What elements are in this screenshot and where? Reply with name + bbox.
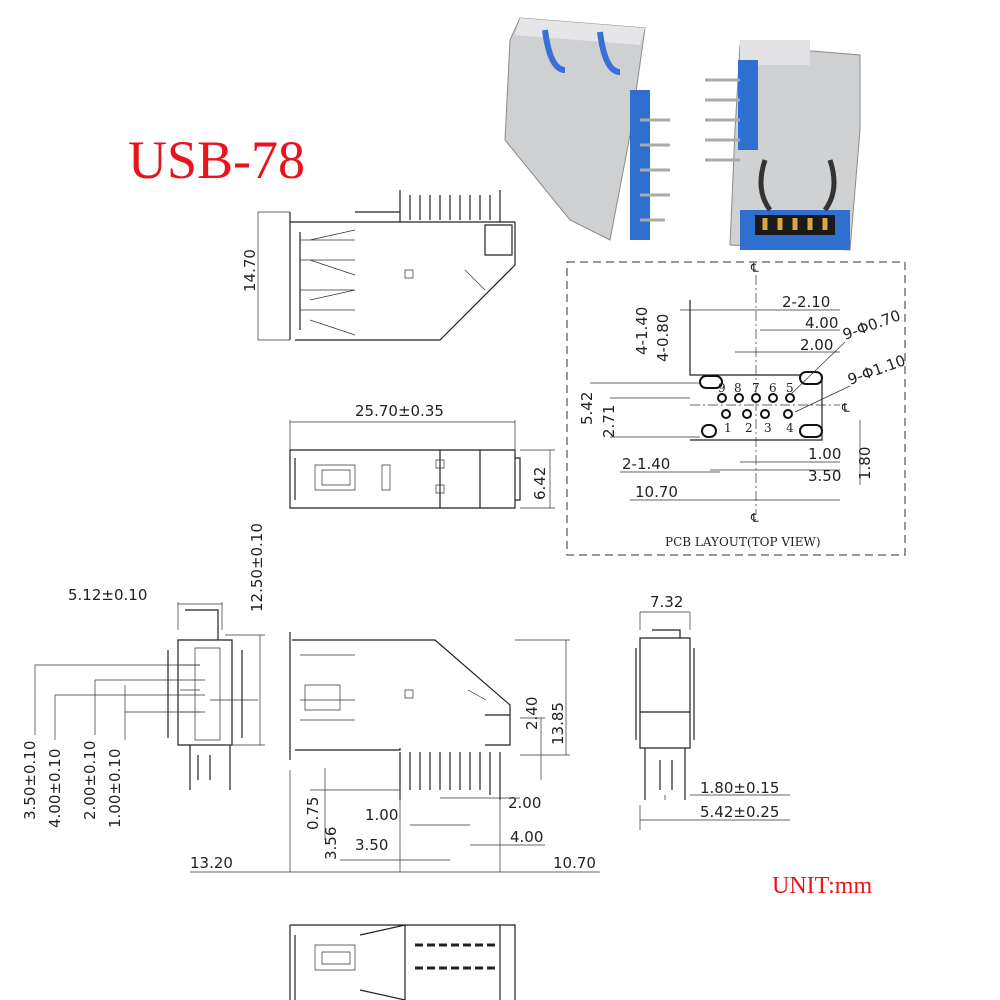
dim-4-00: 4.00±0.10 <box>46 749 64 828</box>
product-photo-left <box>504 17 670 241</box>
front-view: 5.12±0.10 12.50±0.10 3.50±0.10 4.00±0.10… <box>21 523 266 828</box>
dim-2-1-40: 2-1.40 <box>622 455 670 473</box>
side-view: 13.85 2.40 0.75 3.56 1.00 2.00 3.50 4.00… <box>190 632 600 873</box>
dim-5-12: 5.12±0.10 <box>68 586 147 604</box>
centerline-top: ℄ <box>750 261 759 275</box>
pin-2: 2 <box>745 421 753 435</box>
dim-4-00: 4.00 <box>510 828 543 846</box>
dim-1-00: 1.00±0.10 <box>106 749 124 828</box>
dim-1-80: 1.80 <box>856 447 874 480</box>
pcb-caption: PCB LAYOUT(TOP VIEW) <box>665 535 821 549</box>
dim-2-2-10: 2-2.10 <box>782 293 830 311</box>
dim-13-85: 13.85 <box>549 702 567 745</box>
dim-3-50: 3.50 <box>355 836 388 854</box>
dim-2-00: 2.00 <box>800 336 833 354</box>
dim-5-42: 5.42 <box>578 392 596 425</box>
bottom-view <box>289 924 516 1000</box>
pin-8: 8 <box>734 381 742 395</box>
pin-1: 1 <box>724 421 732 435</box>
dim-3-50: 3.50±0.10 <box>21 741 39 820</box>
dim-1-00: 1.00 <box>808 445 841 463</box>
dim-3-56: 3.56 <box>322 827 340 860</box>
dim-12-50: 12.50±0.10 <box>248 523 266 612</box>
top-side-view: 14.70 <box>241 190 516 341</box>
dim-4-00: 4.00 <box>805 314 838 332</box>
pin-9: 9 <box>718 381 726 395</box>
dim-7-32: 7.32 <box>650 593 683 611</box>
centerline-right: ℄ <box>841 401 850 415</box>
dim-6-42: 6.42 <box>531 467 549 500</box>
product-photo-right <box>705 40 861 251</box>
dim-13-20: 13.20 <box>190 854 233 872</box>
dim-0-75: 0.75 <box>304 797 322 830</box>
dim-9-phi-1-10: 9-Φ1.10 <box>845 351 908 388</box>
right-view: 7.32 1.80±0.15 5.42±0.25 <box>635 593 790 830</box>
dim-4-0-80: 4-0.80 <box>654 314 672 362</box>
dim-1-80: 1.80±0.15 <box>700 779 779 797</box>
pin-4: 4 <box>786 421 794 435</box>
dim-2-40: 2.40 <box>523 697 541 730</box>
pin-7: 7 <box>752 381 760 395</box>
pin-3: 3 <box>764 421 772 435</box>
dim-2-00: 2.00±0.10 <box>81 741 99 820</box>
unit-label: UNIT:mm <box>772 873 872 899</box>
dim-1-00: 1.00 <box>365 806 398 824</box>
dim-14-70: 14.70 <box>241 249 259 292</box>
centerline-bottom: ℄ <box>750 511 759 525</box>
dim-5-42: 5.42±0.25 <box>700 803 779 821</box>
dim-2-71: 2.71 <box>600 405 618 438</box>
dim-2-00: 2.00 <box>508 794 541 812</box>
dim-9-phi-0-70: 9-Φ0.70 <box>840 306 903 343</box>
dim-4-1-40: 4-1.40 <box>633 307 651 355</box>
pin-6: 6 <box>769 381 777 395</box>
pcb-layout: 9 8 7 6 5 1 2 3 4 ℄ ℄ ℄ PCB LAYOUT(TOP V… <box>566 261 908 556</box>
dim-3-50: 3.50 <box>808 467 841 485</box>
dim-10-70: 10.70 <box>553 854 596 872</box>
product-title: USB-78 <box>128 130 305 190</box>
dim-10-70: 10.70 <box>635 483 678 501</box>
dim-25-70: 25.70±0.35 <box>355 402 444 420</box>
pin-5: 5 <box>786 381 794 395</box>
plan-view: 25.70±0.35 6.42 <box>289 402 555 509</box>
